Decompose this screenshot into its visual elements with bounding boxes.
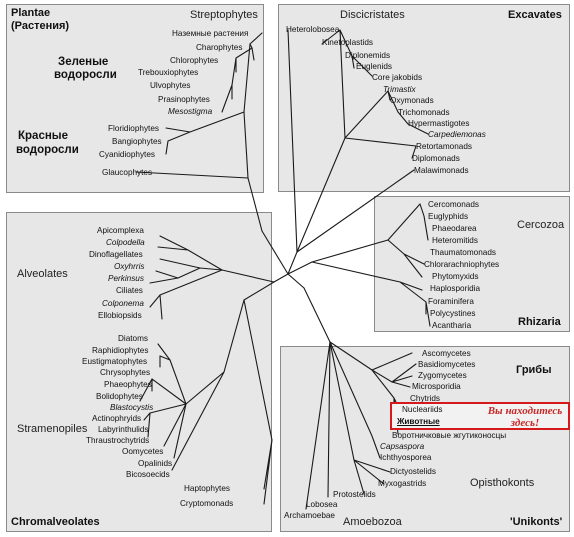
taxon-floridiophytes: Floridiophytes xyxy=(108,124,159,133)
discicristates-label: Discicristates xyxy=(340,9,405,21)
taxon-capsaspora: Capsaspora xyxy=(380,442,425,451)
red-algae-label-2: водоросли xyxy=(16,144,79,156)
taxon-retortamonads: Retortamonads xyxy=(416,142,472,151)
taxon-ulvophytes: Ulvophytes xyxy=(150,81,191,90)
taxon-core-jakobids: Core jakobids xyxy=(372,73,423,82)
taxon-thraustrochytrids: Thraustrochytrids xyxy=(86,436,150,445)
fungi-label: Грибы xyxy=(516,364,552,376)
taxon-malawimonads: Malawimonads xyxy=(414,166,469,175)
taxon-trebouxiophytes: Trebouxiophytes xyxy=(138,68,199,77)
chromalveolates-panel xyxy=(6,212,272,532)
excavates-title: Excavates xyxy=(508,9,562,21)
taxon-opalinids: Opalinids xyxy=(138,459,173,468)
taxon-phytomyxids: Phytomyxids xyxy=(432,272,479,281)
taxon-charophytes: Charophytes xyxy=(196,43,243,52)
taxon-oxyhrris: Oxyhrris xyxy=(114,262,145,271)
taxon-labyrinthulids: Labyrinthulids xyxy=(98,425,149,434)
taxon-protostelids: Protostelids xyxy=(333,490,376,499)
taxon-eustigmatophytes: Eustigmatophytes xyxy=(82,357,148,366)
you-are-here-note-1: Вы находитесь xyxy=(487,405,563,417)
plantae-title: Plantae xyxy=(11,7,51,19)
excavates-panel xyxy=(278,4,570,192)
taxon-animals: Животные xyxy=(397,417,440,426)
taxon-blastocystis: Blastocystis xyxy=(110,403,154,412)
taxon-chrysophytes: Chrysophytes xyxy=(100,368,151,377)
taxon-dictyostelids: Dictyostelids xyxy=(390,467,436,476)
cercozoa-label: Cercozoa xyxy=(517,219,565,231)
you-are-here-highlight xyxy=(390,402,570,430)
taxon-ascomycetes: Ascomycetes xyxy=(422,349,471,358)
taxon-diplomonads: Diplomonads xyxy=(412,154,460,163)
plantae-panel xyxy=(6,4,264,193)
taxon-oxymonads: Oxymonads xyxy=(390,96,434,105)
taxon-haptophytes: Haptophytes xyxy=(184,484,230,493)
alveolates-label: Alveolates xyxy=(17,268,68,280)
taxon-myxogastrids: Myxogastrids xyxy=(378,479,427,488)
taxon-microsporidia: Microsporidia xyxy=(412,382,461,391)
taxon-acantharia: Acantharia xyxy=(432,321,472,330)
green-algae-label-2: водоросли xyxy=(54,69,117,81)
taxon-diplonemids: Diplonemids xyxy=(345,51,391,60)
unikonts-title: 'Unikonts' xyxy=(510,516,563,528)
taxon-thaumatomonads: Thaumatomonads xyxy=(430,248,496,257)
taxon-trimastix: Trimastix xyxy=(383,85,416,94)
taxon-mesostigma: Mesostigma xyxy=(168,107,213,116)
taxon-diatoms: Diatoms xyxy=(118,334,149,343)
taxon-perkinsus: Perkinsus xyxy=(108,274,144,283)
you-are-here-note-2: здесь! xyxy=(510,417,540,429)
taxon-colpodella: Colpodella xyxy=(106,238,145,247)
taxon-bangiophytes: Bangiophytes xyxy=(112,137,162,146)
taxon-dinoflagellates: Dinoflagellates xyxy=(89,250,143,259)
taxon-archamoebae: Archamoebae xyxy=(284,511,335,520)
taxon-land-plants: Наземные растения xyxy=(172,29,249,38)
taxon-apicomplexa: Apicomplexa xyxy=(97,226,144,235)
taxon-heterolobosea: Heterolobosea xyxy=(286,25,340,34)
taxon-raphidiophytes: Raphidiophytes xyxy=(92,346,149,355)
taxon-ellobiopsids: Ellobiopsids xyxy=(98,311,142,320)
taxon-choanoflagellates: Воротничковые жгутиконосцы xyxy=(392,431,507,440)
amoebozoa-label: Amoebozoa xyxy=(343,516,402,528)
taxon-bolidophytes: Bolidophytes xyxy=(96,392,143,401)
taxon-kinetoplastids: Kinetoplastids xyxy=(322,38,373,47)
taxon-prasinophytes: Prasinophytes xyxy=(158,95,210,104)
red-algae-label-1: Красные xyxy=(18,130,68,142)
opisthokonts-label: Opisthokonts xyxy=(470,477,535,489)
taxon-chlorarachniophytes: Chlorarachniophytes xyxy=(424,260,500,269)
taxon-phaeophytes: Phaeophytes xyxy=(104,380,152,389)
stramenopiles-label: Stramenopiles xyxy=(17,423,88,435)
taxon-colponema: Colponema xyxy=(102,299,144,308)
taxon-cercomonads: Cercomonads xyxy=(428,200,479,209)
taxon-hypermastigotes: Hypermastigotes xyxy=(408,119,470,128)
taxon-phaeodarea: Phaeodarea xyxy=(432,224,477,233)
taxon-heteromitids: Heteromitids xyxy=(432,236,478,245)
taxon-glaucophytes: Glaucophytes xyxy=(102,168,153,177)
taxon-actinophryids: Actinophryids xyxy=(92,414,142,423)
taxon-euglenids: Euglenids xyxy=(356,62,392,71)
taxon-zygomycetes: Zygomycetes xyxy=(418,371,467,380)
rhizaria-title: Rhizaria xyxy=(518,316,561,328)
chromalveolates-title: Chromalveolates xyxy=(11,516,100,528)
taxon-lobosea: Lobosea xyxy=(306,500,338,509)
taxon-chytrids: Chytrids xyxy=(410,394,441,403)
taxon-trichomonads: Trichomonads xyxy=(398,108,450,117)
taxon-haplosporidia: Haplosporidia xyxy=(430,284,481,293)
taxon-ciliates: Ciliates xyxy=(116,286,143,295)
taxon-ichthyosporea: Ichthyosporea xyxy=(380,453,432,462)
green-algae-label-1: Зеленые xyxy=(58,56,109,68)
taxon-basidiomycetes: Basidiomycetes xyxy=(418,360,476,369)
taxon-foraminifera: Foraminifera xyxy=(428,297,474,306)
taxon-chlorophytes: Chlorophytes xyxy=(170,56,219,65)
taxon-bicosoecids: Bicosoecids xyxy=(126,470,170,479)
taxon-nucleariids: Nucleariids xyxy=(402,405,443,414)
taxon-oomycetes: Oomycetes xyxy=(122,447,164,456)
taxon-polycystines: Polycystines xyxy=(430,309,476,318)
streptophytes-label: Streptophytes xyxy=(190,9,258,21)
taxon-cyanidiophytes: Cyanidiophytes xyxy=(99,150,155,159)
plantae-title-ru: (Растения) xyxy=(11,20,70,32)
taxon-cryptomonads: Cryptomonads xyxy=(180,499,234,508)
taxon-euglyphids: Euglyphids xyxy=(428,212,469,221)
taxon-carpediemonas: Carpediemonas xyxy=(428,130,486,139)
